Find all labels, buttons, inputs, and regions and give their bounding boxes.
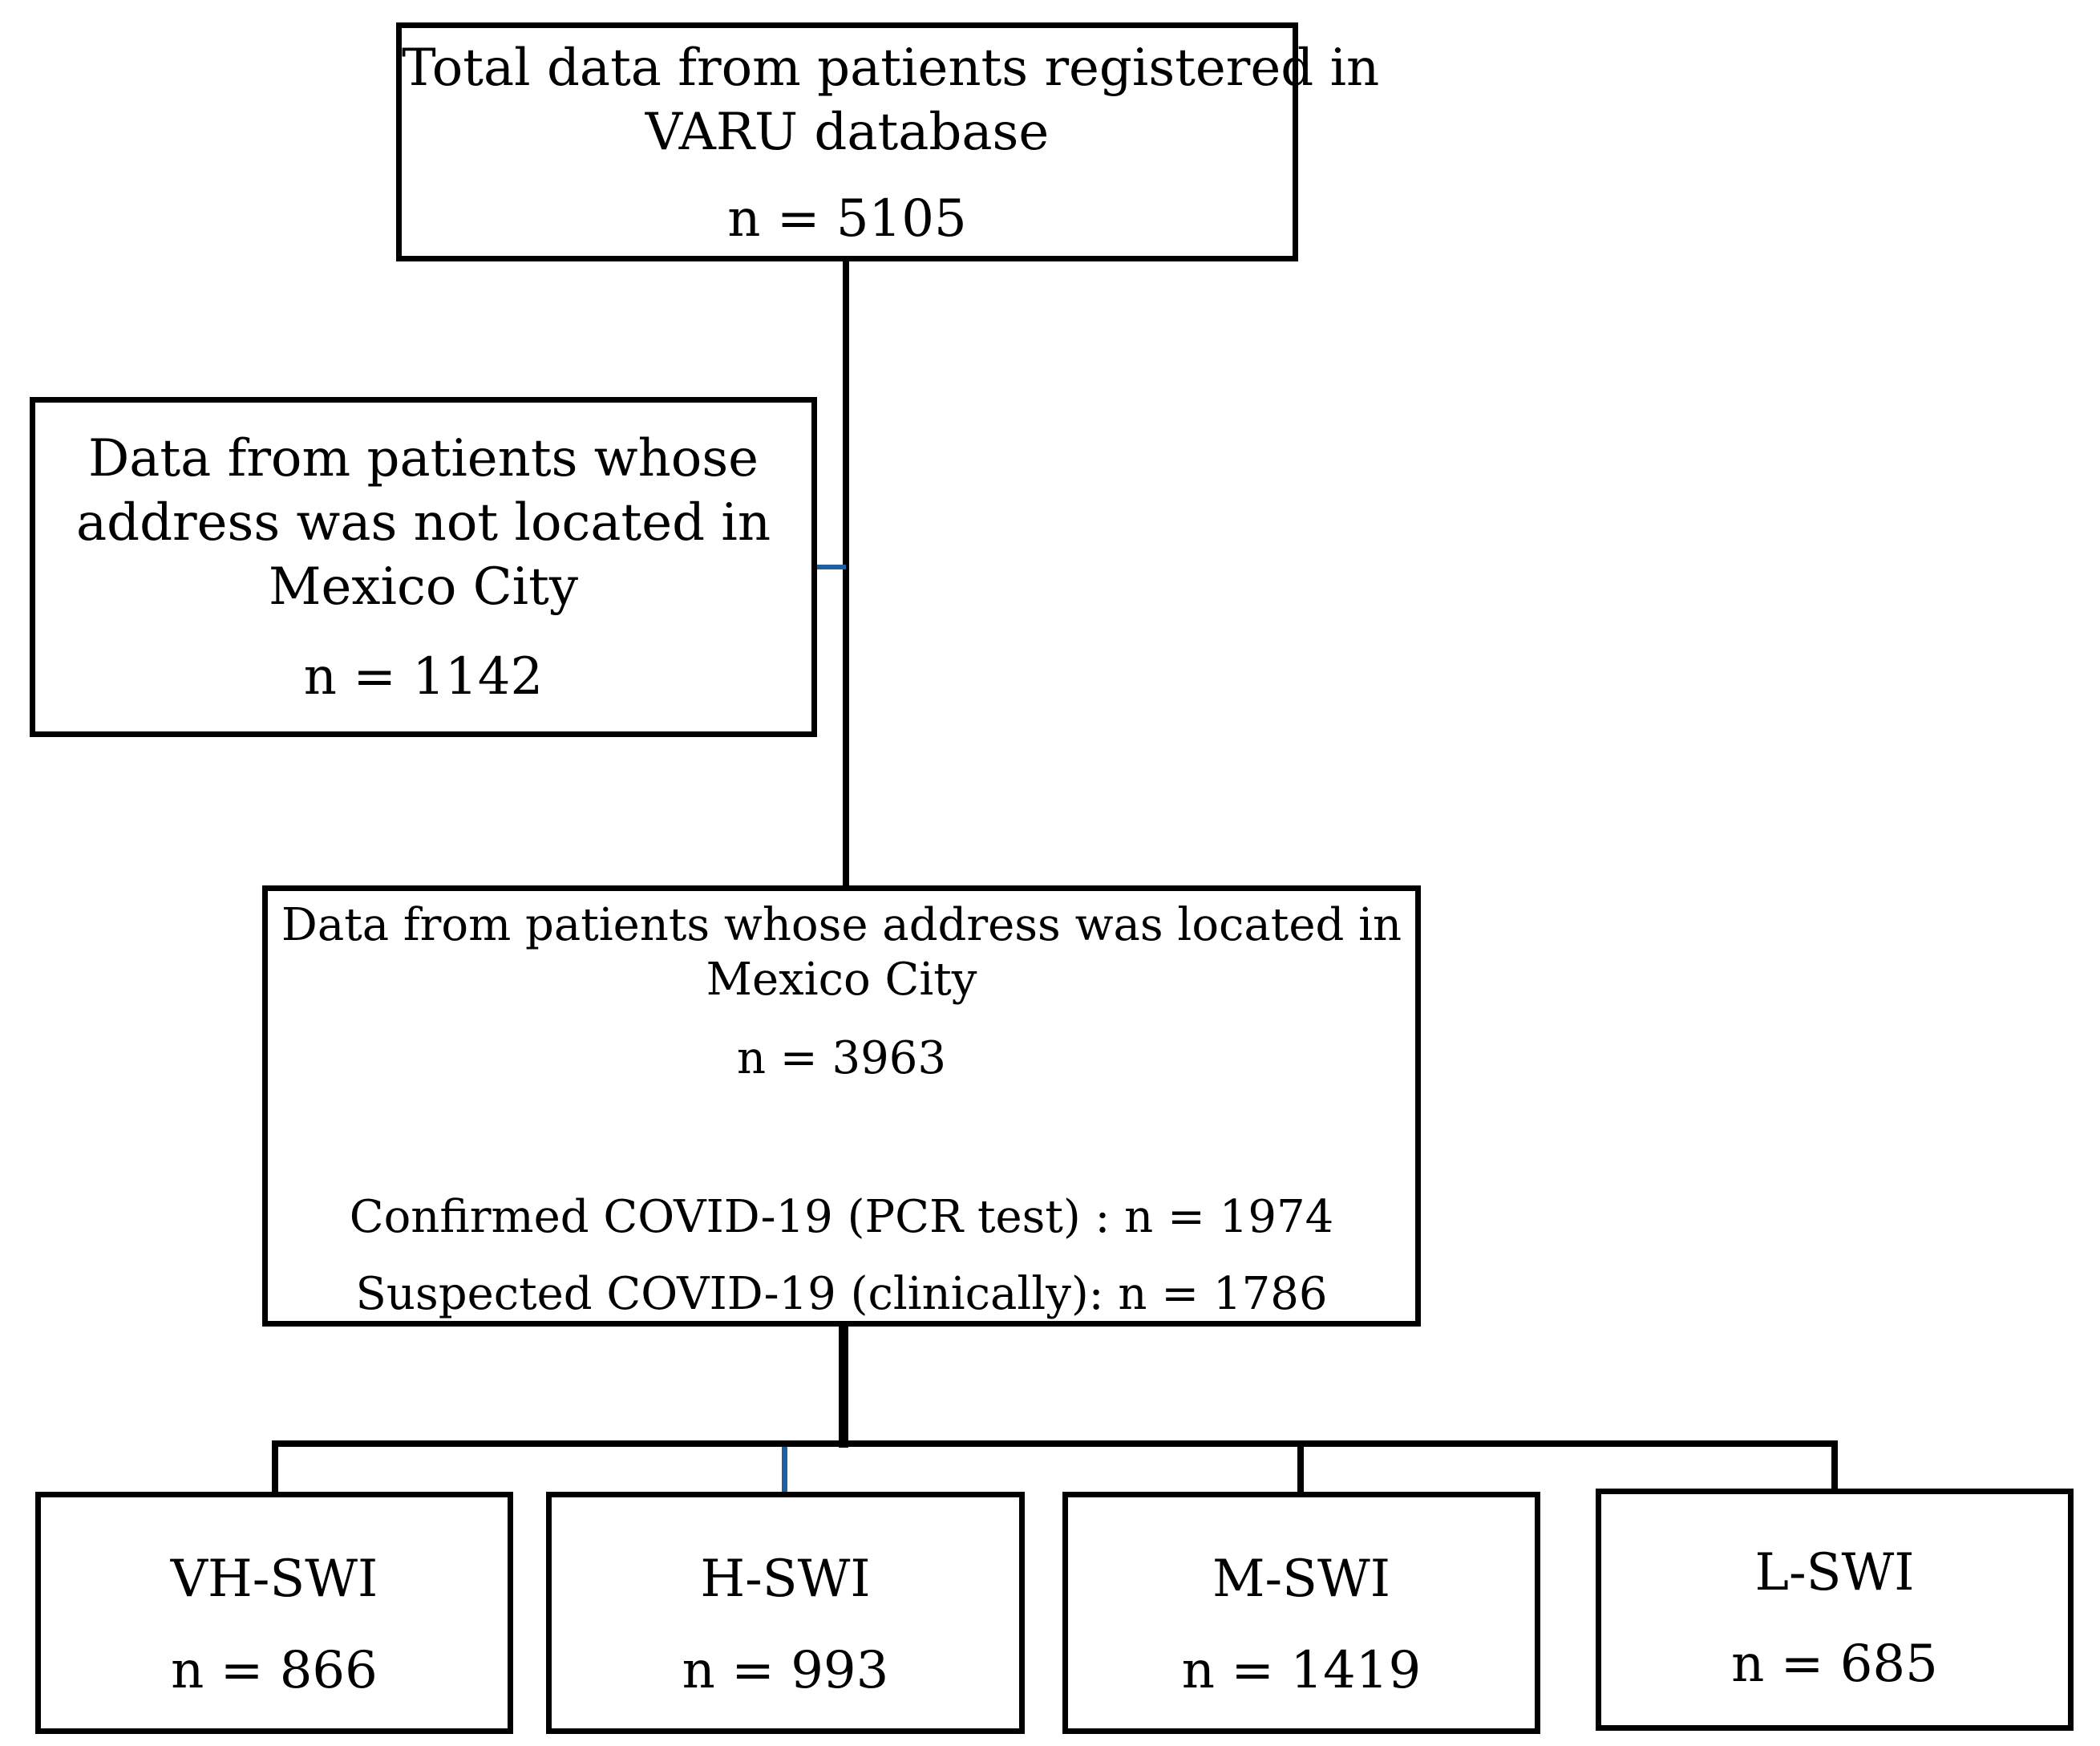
total-patients-line2: VARU database: [645, 103, 1050, 162]
suspected-covid-count: Suspected COVID-19 (clinically): n = 178…: [355, 1268, 1328, 1320]
located-patients-box: Data from patients whose address was loc…: [262, 885, 1421, 1327]
group-box-m-swi: M-SWI n = 1419: [1062, 1492, 1540, 1734]
excluded-patients-line3: Mexico City: [269, 557, 578, 617]
group-label: L-SWI: [1754, 1543, 1915, 1602]
excluded-patients-line1: Data from patients whose: [87, 429, 759, 488]
total-patients-count: n = 5105: [727, 189, 967, 249]
confirmed-covid-count: Confirmed COVID-19 (PCR test) : n = 1974: [349, 1191, 1334, 1243]
group-box-l-swi: L-SWI n = 685: [1596, 1489, 2074, 1731]
group-box-vh-swi: VH-SWI n = 866: [35, 1492, 513, 1734]
connector-group-bus: [272, 1440, 1838, 1447]
located-patients-line1: Data from patients whose address was loc…: [281, 899, 1402, 951]
group-count: n = 866: [171, 1641, 378, 1700]
group-label: M-SWI: [1212, 1550, 1391, 1609]
excluded-patients-count: n = 1142: [303, 647, 544, 707]
group-count: n = 1419: [1181, 1641, 1422, 1700]
connector-top-to-middle: [843, 261, 849, 890]
total-patients-line1: Total data from patients registered in: [402, 38, 1380, 98]
group-label: H-SWI: [700, 1550, 871, 1609]
excluded-patients-line2: address was not located in: [75, 493, 771, 553]
connector-drop-vh-swi: [272, 1440, 278, 1497]
connector-drop-l-swi: [1831, 1440, 1838, 1493]
group-count: n = 993: [682, 1641, 889, 1700]
connector-drop-m-swi: [1297, 1440, 1304, 1497]
total-patients-box: Total data from patients registered in V…: [396, 22, 1380, 261]
group-label: VH-SWI: [170, 1550, 378, 1609]
connector-middle-to-groups: [839, 1323, 848, 1448]
located-patients-count: n = 3963: [736, 1032, 947, 1084]
connector-exclusion-branch: [814, 565, 846, 569]
group-count: n = 685: [1731, 1635, 1938, 1694]
excluded-patients-box: Data from patients whose address was not…: [30, 397, 817, 737]
group-box-h-swi: H-SWI n = 993: [546, 1492, 1025, 1734]
connector-drop-h-swi: [782, 1447, 787, 1497]
located-patients-line2: Mexico City: [706, 954, 977, 1006]
